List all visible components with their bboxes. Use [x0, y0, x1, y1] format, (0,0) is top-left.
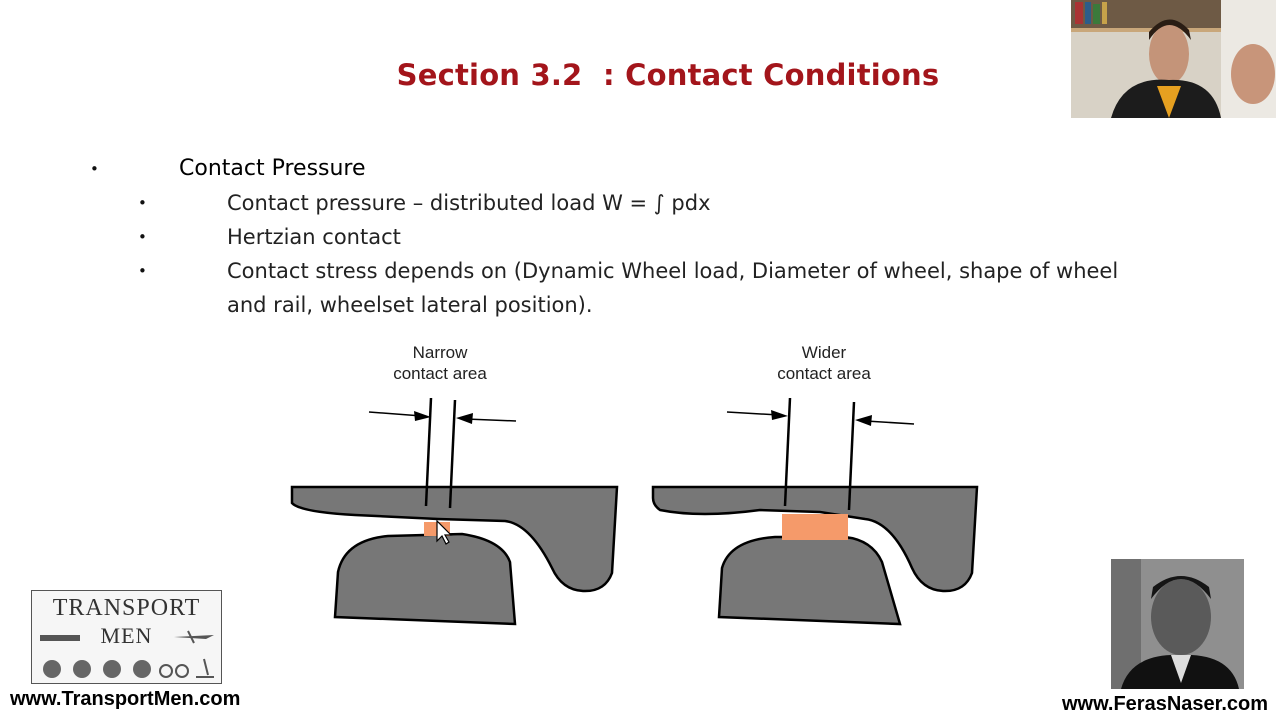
presenter-portrait — [1111, 559, 1244, 689]
mouse-cursor-icon — [436, 519, 453, 545]
narrow-contact-figure — [290, 397, 619, 626]
website-ferasnaser[interactable]: www.FerasNaser.com — [1061, 693, 1268, 715]
plane-icon — [174, 630, 214, 644]
scooter-icon — [196, 658, 214, 678]
wider-contact-figure — [651, 397, 979, 626]
narrow-label: Narrow contact area — [393, 343, 487, 383]
steering-wheel-icon — [73, 660, 91, 678]
rail-head-left — [333, 532, 517, 626]
bus-icon — [103, 660, 121, 678]
sub-bullet-marker: • — [138, 262, 147, 280]
wider-label: Wider contact area — [777, 343, 871, 383]
contact-patch-wider — [782, 514, 848, 540]
webcam-video — [1071, 0, 1276, 118]
sub-bullet-marker: • — [138, 228, 147, 246]
drone-icon — [133, 660, 151, 678]
bullet-marker: • — [90, 160, 99, 178]
bullet-heading: Contact Pressure — [179, 156, 366, 181]
logo-line-1: TRANSPORT — [52, 595, 201, 621]
sub-bullet-marker: • — [138, 194, 147, 212]
slide-title: Section 3.2 : Contact Conditions — [396, 58, 940, 92]
sub-bullet-text: Contact pressure – distributed load W = … — [227, 191, 711, 215]
sub-bullet-text: Hertzian contact — [227, 225, 401, 249]
transportmen-logo: TRANSPORT MEN — [31, 590, 222, 684]
sub-bullet-text: Contact stress depends on (Dynamic Wheel… — [227, 259, 1119, 317]
train-icon — [40, 635, 80, 641]
bicycle-icon — [159, 664, 189, 678]
wheel-profile-right — [651, 485, 979, 593]
website-transportmen[interactable]: www.TransportMen.com — [10, 688, 241, 710]
wheel-profile-left — [290, 485, 619, 593]
car-icon — [43, 660, 61, 678]
logo-line-2: MEN — [100, 623, 153, 648]
rail-head-right — [717, 535, 902, 626]
